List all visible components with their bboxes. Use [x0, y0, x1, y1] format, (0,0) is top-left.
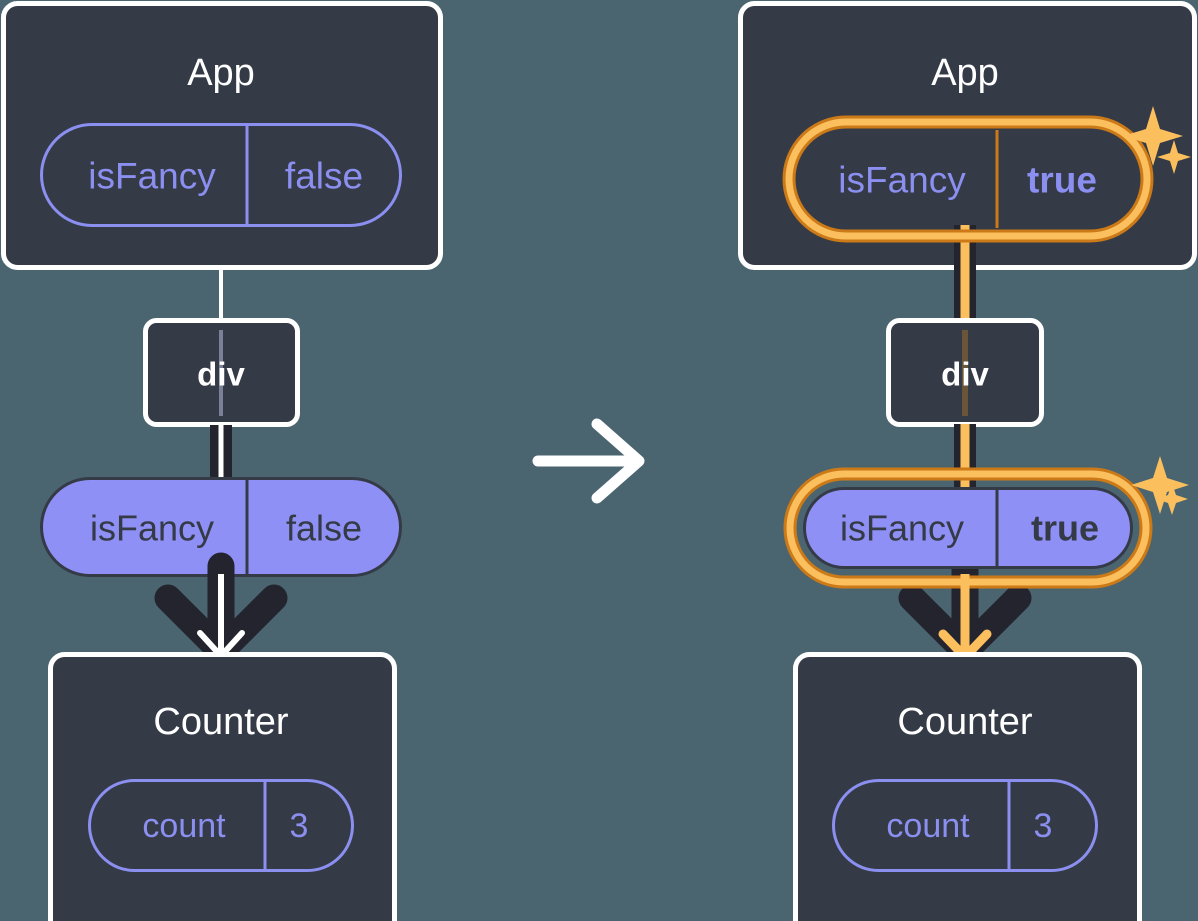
arrow-right-icon [532, 418, 645, 504]
app-state-pill-body-after [804, 137, 1132, 221]
sparkle-icon-prop-small [1156, 483, 1188, 515]
sparkle-icon-prop-large [1131, 456, 1189, 514]
app-state-pill-after[interactable]: isFancy true [782, 115, 1154, 243]
prop-pill-body-after [803, 487, 1133, 569]
counter-state-pill-outline-before [88, 779, 354, 872]
counter-panel-after [793, 652, 1142, 921]
app-panel-before [1, 1, 443, 270]
app-state-highlight-inner-after [785, 118, 1151, 240]
counter-state-pill-outline-after [832, 779, 1098, 872]
app-state-pill-outline-before [40, 123, 402, 227]
sparkle-icon-app-small [1157, 140, 1191, 174]
counter-panel-before [48, 652, 397, 921]
prop-pill-after[interactable]: isFancy true [783, 467, 1153, 589]
sparkle-icon-app-large [1123, 106, 1183, 166]
